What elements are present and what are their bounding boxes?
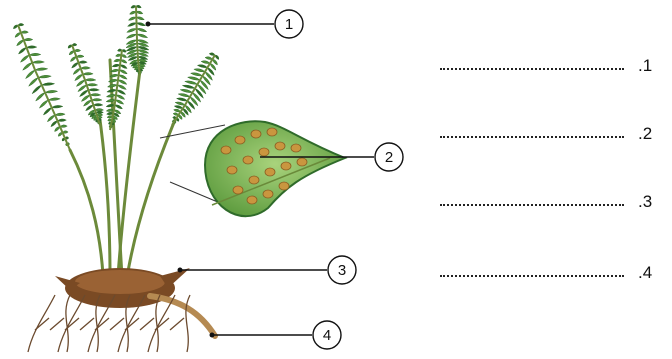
- callout-4-number: 4: [323, 327, 331, 344]
- fern-fronds: [13, 5, 218, 150]
- callout-2-number: 2: [385, 149, 393, 166]
- callout-1: 1: [275, 10, 303, 38]
- callout-3-number: 3: [338, 262, 346, 279]
- callout-1-number: 1: [285, 16, 293, 33]
- sorus: [249, 176, 259, 184]
- answer-line-4-label: .4: [638, 263, 660, 283]
- sorus: [279, 182, 289, 190]
- root-branch: [50, 318, 64, 330]
- sorus: [247, 196, 257, 204]
- sorus: [265, 168, 275, 176]
- sorus: [233, 186, 243, 194]
- answer-line-2-dots: [440, 135, 624, 138]
- answer-line-1-label: .1: [638, 56, 660, 76]
- root-branch: [170, 318, 184, 330]
- answer-line-2-label: .2: [638, 124, 660, 144]
- answer-line-1-dots: [440, 67, 624, 70]
- frond-mid-left: [68, 43, 103, 125]
- sorus: [291, 144, 301, 152]
- answer-line-4[interactable]: .4: [440, 261, 660, 283]
- frond-left: [13, 23, 70, 150]
- root-branch: [140, 318, 154, 330]
- answer-line-3-dots: [440, 203, 624, 206]
- sorus: [243, 156, 253, 164]
- callout-3: 3: [328, 256, 356, 284]
- root-branch: [110, 318, 124, 330]
- sorus: [227, 166, 237, 174]
- sorus: [263, 190, 273, 198]
- sorus: [281, 162, 291, 170]
- callout-4: 4: [313, 321, 341, 349]
- answer-line-1[interactable]: .1: [440, 54, 660, 76]
- root-strand: [186, 295, 190, 352]
- root-strand: [28, 295, 55, 352]
- sorus: [297, 158, 307, 166]
- frond-right: [172, 53, 219, 125]
- answer-line-3-label: .3: [638, 192, 660, 212]
- sorus: [275, 142, 285, 150]
- rhizome-body: [55, 268, 215, 336]
- sorus: [267, 128, 277, 136]
- sorus: [235, 136, 245, 144]
- answer-line-3[interactable]: .3: [440, 190, 660, 212]
- sorus: [251, 130, 261, 138]
- answer-line-4-dots: [440, 274, 624, 277]
- answer-line-2[interactable]: .2: [440, 122, 660, 144]
- frond-center: [126, 5, 149, 75]
- sorus: [221, 146, 231, 154]
- sorus: [259, 148, 269, 156]
- callout-2: 2: [375, 143, 403, 171]
- root-strand: [58, 295, 85, 352]
- root-branch: [80, 318, 94, 330]
- magnified-pinnule: [160, 121, 345, 216]
